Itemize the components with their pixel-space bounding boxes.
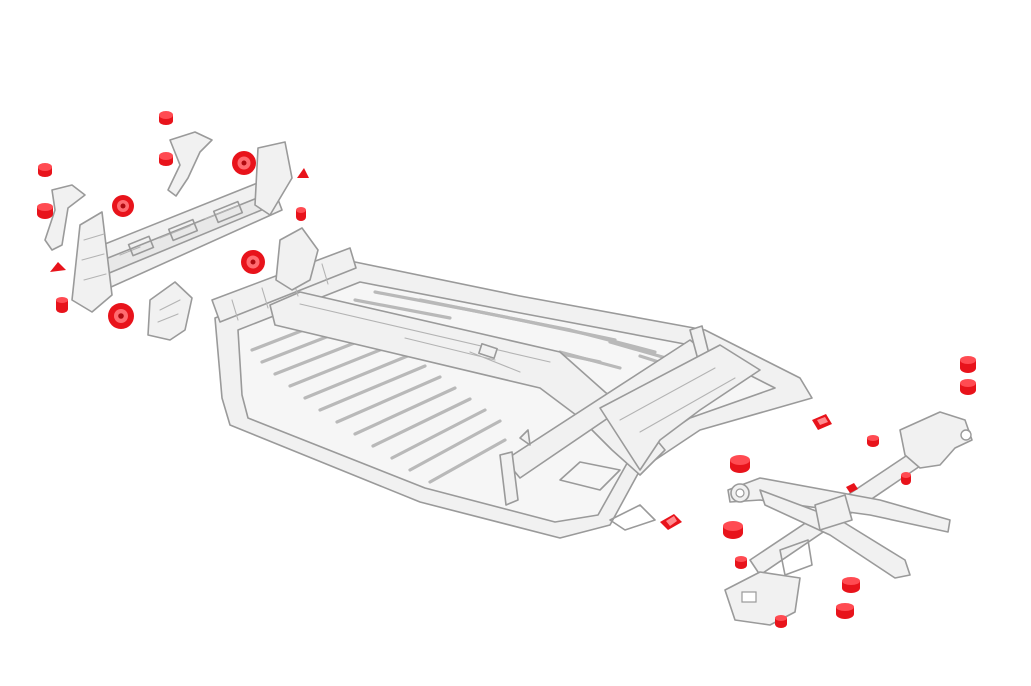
ring-mount-icon (232, 151, 256, 175)
bushing-icon (38, 163, 52, 177)
ring-mount-icon (108, 303, 134, 329)
front-right-trailing-arm (254, 141, 293, 216)
bushing-icon (960, 356, 976, 373)
floor-pan (211, 247, 813, 539)
front-center-bracket (167, 131, 213, 197)
bump-stop-icon (297, 168, 309, 178)
bushing-icon (730, 455, 750, 473)
bushing-icon (37, 203, 53, 219)
floor-ribs-left (250, 310, 507, 484)
bushing-icon (960, 379, 976, 395)
rear-mount-group (660, 356, 976, 628)
rear-left-hub-carrier (724, 571, 801, 626)
center-tunnel (269, 291, 666, 476)
bushing-icon (735, 556, 747, 569)
rear-suspension (724, 411, 973, 626)
bushing-icon (159, 152, 173, 166)
front-left-spindle (147, 281, 193, 341)
bushing-icon (723, 521, 743, 539)
pad-icon (846, 483, 858, 493)
bushing-icon (56, 297, 68, 313)
front-mount-group (37, 111, 309, 329)
bushing-icon (836, 603, 854, 619)
bushing-icon (296, 207, 306, 221)
bushing-icon (159, 111, 173, 125)
bushing-icon (775, 615, 787, 628)
rear-trailing-arm-lower (759, 489, 911, 579)
rear-right-hub-carrier (899, 411, 973, 469)
rear-frame-section (599, 344, 761, 471)
bushing-icon (901, 472, 911, 485)
pad-icon (812, 414, 832, 430)
pad-icon (660, 514, 682, 530)
front-right-spindle (275, 227, 319, 291)
front-left-bracket (44, 184, 86, 251)
front-axle-beam (44, 131, 319, 341)
rear-center-box (814, 494, 853, 531)
ring-mount-icon (112, 195, 134, 217)
front-left-trailing-arm (71, 211, 113, 313)
bushing-icon (867, 435, 879, 447)
bump-stop-icon (50, 262, 66, 272)
ring-mount-icon (241, 250, 265, 274)
bushing-icon (842, 577, 860, 593)
